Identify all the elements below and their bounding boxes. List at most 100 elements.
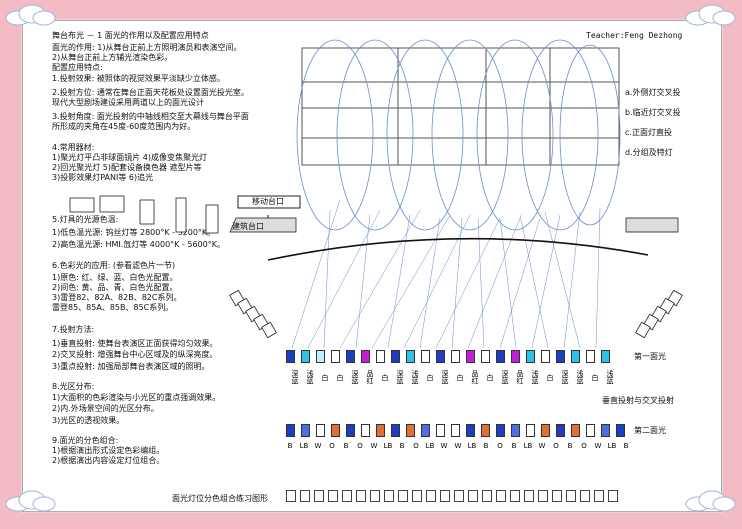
exercise-cell [566, 490, 576, 502]
lamp-letter-label: W [594, 442, 602, 450]
face-light-lamp [376, 424, 385, 437]
exercise-cell [440, 490, 450, 502]
lamp-color-label: 深蓝 [351, 370, 359, 384]
lamp-letter-label: LB [467, 442, 477, 450]
face-light-lamp [601, 350, 610, 363]
face-light-lamp [556, 424, 565, 437]
lamp-letter-label: B [287, 442, 293, 450]
face-light-lamp [391, 350, 400, 363]
lamp-color-label: 白 [381, 373, 389, 381]
lamp-letter-label: W [314, 442, 322, 450]
left-text-line: 2)回光聚光灯 5)配套设备换色器 遮型片等 [52, 163, 202, 172]
left-text-line: 面光的作用: 1)从舞台正前上方照明演员和表演空间。 [52, 43, 242, 52]
exercise-cell [286, 490, 296, 502]
lamp-letter-label: LB [383, 442, 393, 450]
face-light-lamp [541, 424, 550, 437]
face-light-lamp [586, 424, 595, 437]
lamp-color-label: 深蓝 [561, 370, 569, 384]
exercise-cell [552, 490, 562, 502]
left-text-line: 3)投影效果灯PANI等 6)追光 [52, 173, 154, 182]
face-light-lamp [586, 350, 595, 363]
exercise-cell [482, 490, 492, 502]
lamp-letter-label: O [357, 442, 363, 450]
left-text-line: 8.光区分布: [52, 382, 95, 391]
exercise-label: 面光灯位分色组合练习图形 [172, 494, 268, 503]
face-light-lamp [526, 424, 535, 437]
exercise-cell [580, 490, 590, 502]
lamp-color-label: 浅蓝 [531, 370, 539, 384]
face-light-lamp [331, 350, 340, 363]
left-text-line: 所形成的夹角在45度-60度范围内为好。 [52, 122, 196, 131]
left-text-line: 9.面光的分色组合: [52, 436, 119, 445]
lamp-letter-label: O [497, 442, 503, 450]
exercise-cell [594, 490, 604, 502]
face-light-lamp [391, 424, 400, 437]
lamp-color-label: 白 [546, 373, 554, 381]
left-text-line: 3)重点投射: 加强局部舞台表演区域的照明。 [52, 362, 210, 371]
left-text-line: 2)高色温光源: HMI.氙灯等 4000°K - 5600°K。 [52, 240, 225, 249]
face-light-lamp [481, 424, 490, 437]
lamp-letter-label: W [538, 442, 546, 450]
exercise-cell [454, 490, 464, 502]
lamp-letter-label: W [454, 442, 462, 450]
lamp-letter-label: B [483, 442, 489, 450]
face-light-lamp [616, 424, 625, 437]
left-text-line: 1)根据演出形式设定色彩编组。 [52, 446, 165, 455]
left-text-line: 1.投射效果: 被照体的视觉效果平淡缺少立体感。 [52, 74, 225, 83]
lamp-color-label: 白 [426, 373, 434, 381]
left-text-line: 2)从舞台正前上方辅光渲染色彩。 [52, 53, 173, 62]
lamp-color-label: 白 [456, 373, 464, 381]
legend-item: a.外侧灯交叉投 [625, 88, 681, 97]
second-face-light-label: 第二面光 [634, 426, 666, 435]
face-light-lamp [301, 350, 310, 363]
lamp-letter-label: LB [299, 442, 309, 450]
lamp-letter-label: W [370, 442, 378, 450]
face-light-lamp [436, 424, 445, 437]
lamp-color-label: 深蓝 [501, 370, 509, 384]
left-text-line: 1)垂直投射: 使舞台表演区正面获得均匀效果。 [52, 339, 218, 348]
lamp-letter-label: O [553, 442, 559, 450]
exercise-cell [608, 490, 618, 502]
page-title: 舞台布光 － 1 面光的作用以及配置应用特点 [52, 31, 209, 40]
face-light-lamp [361, 350, 370, 363]
lamp-color-label: 浅蓝 [411, 370, 419, 384]
left-text-line: 2)内.外场景空间的光区分布。 [52, 404, 159, 413]
exercise-cell [328, 490, 338, 502]
face-light-lamp [451, 424, 460, 437]
exercise-cell [468, 490, 478, 502]
face-light-lamp [346, 424, 355, 437]
first-face-light-label: 第一面光 [634, 352, 666, 361]
face-light-lamp [571, 424, 580, 437]
exercise-cell [384, 490, 394, 502]
left-text-line: 2)根据演出内容设定灯位组合。 [52, 456, 165, 465]
face-light-lamp [466, 350, 475, 363]
lamp-letter-label: B [399, 442, 405, 450]
lamp-letter-label: O [581, 442, 587, 450]
second-face-light-row [286, 424, 631, 437]
lamp-color-label: 白 [336, 373, 344, 381]
face-light-lamp [361, 424, 370, 437]
build-stage-label: 建筑台口 [232, 222, 264, 231]
lamp-letter-label: B [567, 442, 573, 450]
face-light-lamp [436, 350, 445, 363]
lamp-letter-label: B [511, 442, 517, 450]
vertical-cross-label: 垂直投射与交叉投射 [602, 396, 674, 405]
lamp-color-label: 浅蓝 [306, 370, 314, 384]
face-light-lamp [286, 424, 295, 437]
legend-item: d.分组及特灯 [625, 148, 673, 157]
move-stage-label: 移动台口 [252, 197, 284, 206]
left-text-line: 6.色彩光的应用: (参看滤色片一节) [52, 261, 176, 270]
first-face-light-color-labels: 深蓝浅蓝白白深蓝品红白深蓝浅蓝白深蓝白品红白深蓝品红浅蓝白深蓝浅蓝白浅蓝 [284, 366, 614, 388]
face-light-lamp [481, 350, 490, 363]
left-text-line: 7.投射方法: [52, 325, 95, 334]
face-light-lamp [451, 350, 460, 363]
face-light-lamp [511, 424, 520, 437]
lamp-color-label: 深蓝 [441, 370, 449, 384]
face-light-lamp [496, 424, 505, 437]
lamp-letter-label: B [343, 442, 349, 450]
left-text-line: 2.投射方位: 通常在舞台正面天花板处设置面光投光室。 [52, 88, 249, 97]
lamp-color-label: 品红 [516, 370, 524, 384]
face-light-lamp [376, 350, 385, 363]
